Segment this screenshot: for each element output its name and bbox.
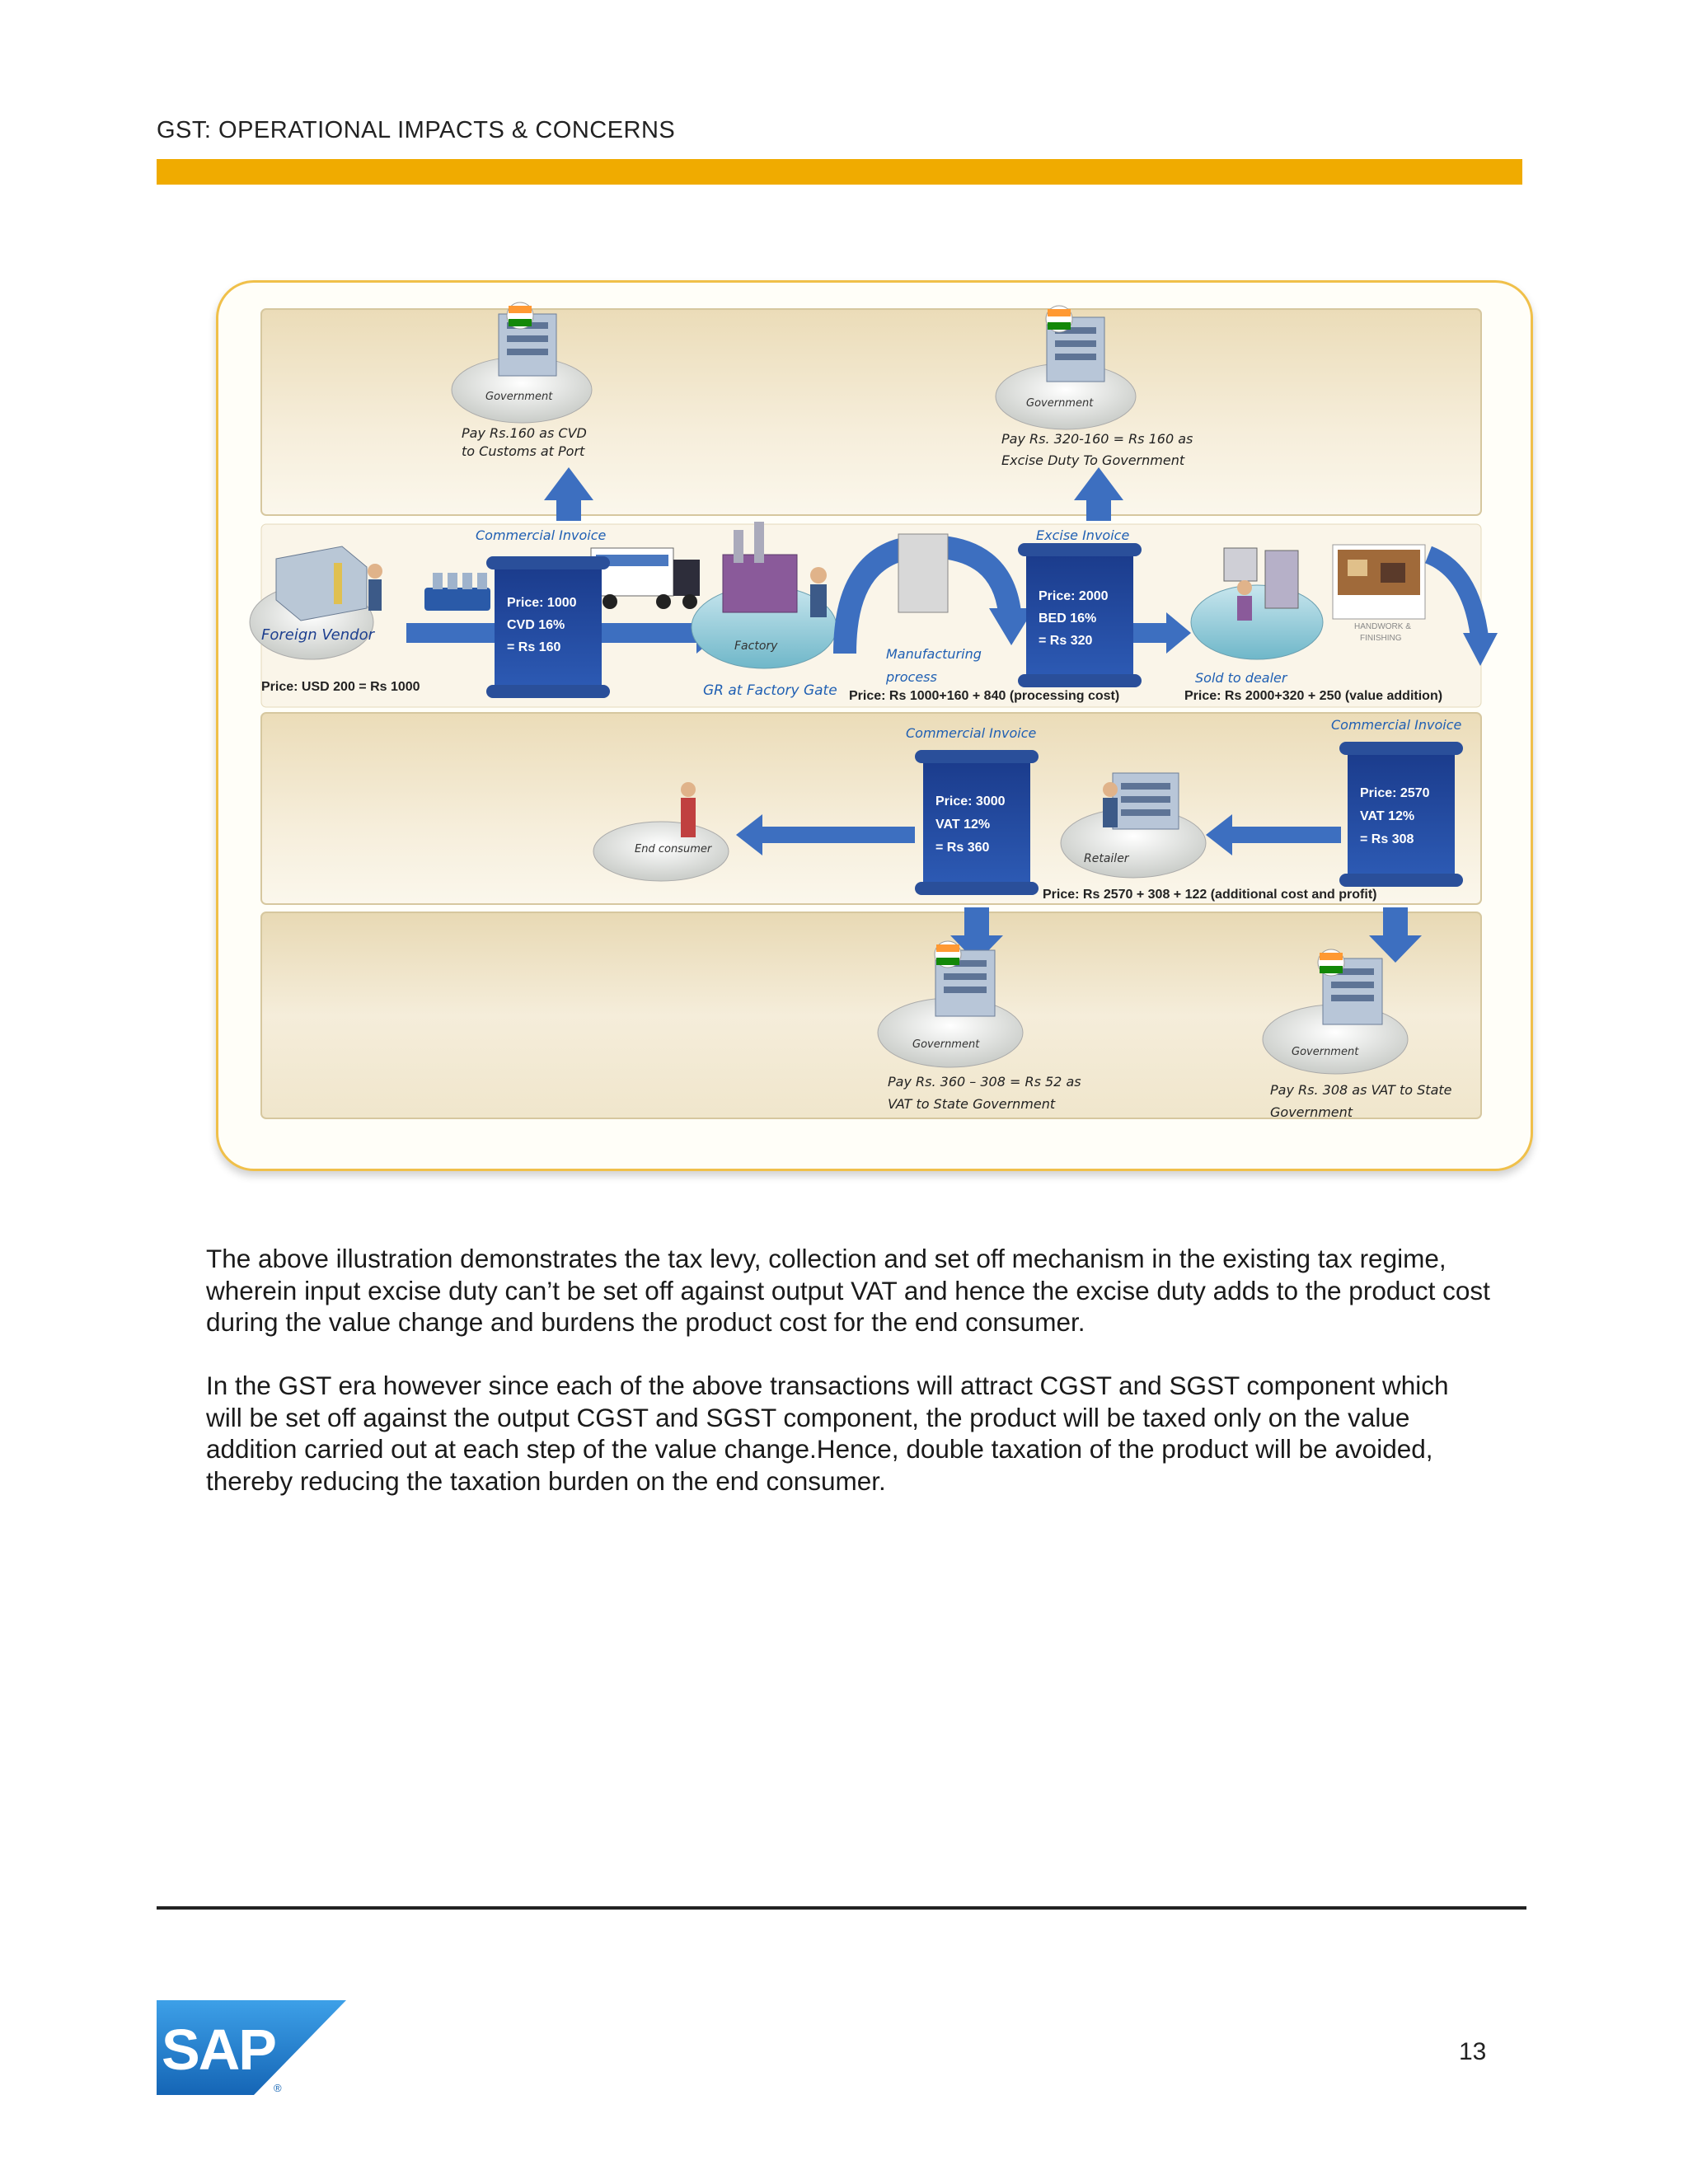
government-building-icon (995, 305, 1137, 430)
handwork-label-1: HANDWORK & (1354, 622, 1411, 631)
government-building-icon (451, 302, 593, 424)
invoice-1-tax: CVD 16% (507, 618, 565, 632)
band-bottom (260, 912, 1482, 1119)
end-consumer-label: End consumer (635, 843, 713, 855)
retailer-building-icon (1060, 772, 1207, 879)
body-paragraph-2: In the GST era however since each of the… (206, 1371, 1449, 1496)
arrow-up-icon (544, 467, 593, 521)
invoice-2-tax: BED 16% (1039, 612, 1096, 626)
invoice-1-price: Price: 1000 (507, 596, 577, 610)
invoice-1-amount: = Rs 160 (507, 640, 560, 654)
commercial-invoice-label-3: Commercial Invoice (1331, 717, 1461, 733)
invoice-4-tax: VAT 12% (1360, 809, 1414, 823)
arrow-right-icon (1133, 612, 1191, 654)
registered-mark: ® (274, 2082, 282, 2094)
arrow-up-icon (1074, 467, 1123, 521)
dealer-office-icon (1190, 547, 1324, 660)
manufacturing-label-2: process (885, 669, 937, 685)
manufacturing-label-1: Manufacturing (886, 646, 982, 662)
foreign-vendor-warehouse-icon (249, 546, 382, 660)
invoice-scroll-icon (915, 750, 1039, 895)
retailer-label: Retailer (1084, 852, 1130, 865)
gov-bottom-left-note-2: VAT to State Government (888, 1096, 1056, 1112)
gov-top-right-note-2: Excise Duty To Government (1001, 452, 1185, 468)
retailer-price: Price: Rs 2570 + 308 + 122 (additional c… (1043, 888, 1376, 902)
gr-factory-gate-label: GR at Factory Gate (703, 682, 837, 699)
sold-to-dealer-label: Sold to dealer (1195, 670, 1288, 686)
gov-bottom-right-label: Government (1292, 1046, 1359, 1058)
invoice-3-tax: VAT 12% (935, 818, 990, 832)
page-number: 13 (1459, 2038, 1487, 2065)
arrow-left-icon (1206, 814, 1341, 855)
gst-flow-illustration: Government Pay Rs.160 as CVD to Customs … (216, 280, 1533, 1171)
gov-bottom-left-label: Government (912, 1038, 980, 1051)
footer-divider (157, 1906, 1526, 1910)
document-header-title: GST: OPERATIONAL IMPACTS & CONCERNS (157, 117, 676, 143)
factory-label: Factory (734, 640, 778, 653)
gov-top-left-note-1: Pay Rs.160 as CVD (462, 425, 587, 441)
sap-logo: SAP ® (157, 2000, 346, 2099)
invoice-2-price: Price: 2000 (1039, 589, 1109, 603)
arrow-down-icon (1369, 907, 1422, 963)
commercial-invoice-label-2: Commercial Invoice (906, 725, 1036, 741)
gov-bottom-left-note-1: Pay Rs. 360 – 308 = Rs 52 as (888, 1074, 1081, 1090)
sap-logo-text: SAP (162, 2018, 275, 2082)
arrow-left-icon (736, 814, 915, 855)
cargo-ship-icon (424, 573, 490, 611)
band-top (260, 308, 1482, 516)
gov-bottom-right-note-2: Government (1270, 1104, 1353, 1120)
handwork-label-2: FINISHING (1360, 634, 1402, 643)
gov-top-left-note-2: to Customs at Port (462, 443, 585, 459)
commercial-invoice-label: Commercial Invoice (476, 527, 606, 543)
invoice-scroll-icon (1018, 543, 1142, 687)
arrow-down-icon (989, 608, 1034, 645)
header-accent-bar (157, 159, 1522, 185)
end-consumer-person-icon (593, 782, 729, 882)
dealer-price: Price: Rs 2000+320 + 250 (value addition… (1184, 689, 1442, 703)
gov-bottom-right-note-1: Pay Rs. 308 as VAT to State (1270, 1082, 1452, 1098)
curve-arrow (1424, 546, 1489, 639)
government-building-icon (877, 940, 1024, 1068)
arrow-down-icon (1463, 633, 1498, 666)
invoice-3-price: Price: 3000 (935, 794, 1006, 808)
excise-invoice-label: Excise Invoice (1036, 527, 1129, 543)
invoice-2-amount: = Rs 320 (1039, 634, 1092, 648)
foreign-vendor-label: Foreign Vendor (261, 626, 376, 644)
invoice-scroll-icon (1339, 742, 1463, 887)
metal-sheet-icon (898, 533, 949, 613)
factory-icon (691, 522, 837, 669)
invoice-4-price: Price: 2570 (1360, 786, 1430, 800)
government-building-icon (1262, 949, 1409, 1075)
invoice-3-amount: = Rs 360 (935, 841, 989, 855)
manufacturing-price: Price: Rs 1000+160 + 840 (processing cos… (849, 689, 1119, 703)
arrow-down-icon (950, 907, 1003, 963)
gov-top-right-note-1: Pay Rs. 320-160 = Rs 160 as (1001, 431, 1193, 447)
band-retail (260, 712, 1482, 905)
handwork-photo-icon (1332, 544, 1426, 620)
gov-top-left-label: Government (485, 391, 553, 403)
invoice-4-amount: = Rs 308 (1360, 832, 1414, 846)
invoice-scroll-icon (486, 556, 610, 698)
foreign-vendor-price: Price: USD 200 = Rs 1000 (261, 680, 420, 694)
body-paragraph-1: The above illustration demonstrates the … (206, 1244, 1490, 1337)
gov-top-right-label: Government (1026, 397, 1094, 410)
